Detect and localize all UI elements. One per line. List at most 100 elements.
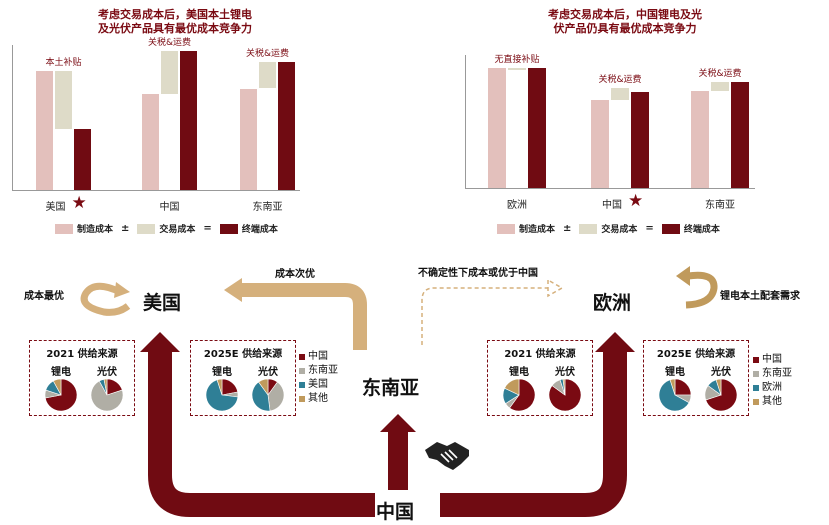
note-uncertainty: 不确定性下成本或优于中国 [418,268,538,279]
bar-manufacturing [36,71,53,190]
category-label: 美国 [45,202,66,213]
pie-pv [704,378,738,412]
legend-terminal-swatch [219,223,238,234]
pie-legend-item: 中国 [299,350,338,364]
note-cost-second: 成本次优 [275,269,315,280]
supply-box-europe-2025: 2025E 供给来源 锂电 光伏 [643,340,749,416]
right-title-line1: 考虑交易成本后，中国锂电及光 [548,8,702,21]
legend-transaction-swatch [137,223,156,234]
supply-box-title: 2021 供给来源 [504,349,576,360]
pie-slice-sea [267,381,285,412]
bar-terminal [731,81,749,188]
category-label: 东南亚 [705,200,735,211]
pie-battery [205,378,239,412]
supply-box-usa-2025: 2025E 供给来源 锂电 光伏 [190,340,296,416]
supply-box-usa-2021: 2021 供给来源 锂电 光伏 [29,340,135,416]
sea-to-europe-arrow [421,287,548,345]
pie-label-pv: 光伏 [258,367,278,378]
category-label: 欧洲 [507,200,527,211]
bar-terminal [631,92,649,188]
pie-pv [90,378,124,412]
bar-transaction [55,71,72,130]
pie-legend-item: 其他 [753,395,792,409]
pie-slice-other [562,378,566,396]
pie-slice-other [216,378,223,396]
legend-equals: = [203,223,212,234]
bar-annotation: 关税&运费 [147,37,192,48]
pie-slice-china [674,378,692,396]
region-europe: 欧洲 [593,292,632,314]
pie-label-battery: 锂电 [509,367,529,378]
pie-slice-usa [205,379,239,412]
pie-slice-other [504,378,520,396]
region-china: 中国 [376,501,415,523]
sea-to-europe-arrowhead [547,278,564,298]
legend-manufacturing-swatch [497,223,515,234]
pie-pv [251,378,285,412]
pie-slice-china [509,378,536,412]
right-cost-chart: 无直接补贴欧洲 关税&运费中国 ★ 关税&运费东南亚 [440,0,780,245]
bar-annotation: 本土补贴 [45,58,82,69]
pie-slice-other [715,378,722,396]
x-axis [465,188,755,189]
supply-box-title: 2021 供给来源 [46,349,118,360]
pie-legend-item: 美国 [299,378,338,392]
legend-terminal-swatch [661,223,680,234]
china-to-europe-arrow [440,350,627,517]
right-chart-title: 考虑交易成本后，中国锂电及光 伏产品仍具有最优成本竞争力 [520,8,730,36]
europe-cycle-arrowhead [676,266,690,286]
pie-legend-item: 东南亚 [299,364,338,378]
pie-slice-other [103,378,108,396]
supply-box-title: 2025E 供给来源 [203,349,283,360]
bar-transaction [508,68,526,71]
legend-terminal: 终端成本 [683,225,720,235]
bar-manufacturing [691,90,709,188]
sea-to-usa-arrow [240,283,367,350]
china-to-europe-arrowhead [595,332,635,352]
pie-battery [658,378,692,412]
pie-legend-item: 欧洲 [753,381,792,395]
legend-manufacturing: 制造成本 [519,225,556,235]
category-label: 中国 [159,202,180,213]
supply-box-title: 2025E 供给来源 [656,349,736,360]
left-title-line2: 及光伏产品具有最优成本竞争力 [98,22,252,35]
star-icon: ★ [628,191,644,211]
pie-label-battery: 锂电 [212,367,232,378]
legend-terminal: 终端成本 [241,225,278,235]
legend-plus-minus: ± [121,223,130,234]
bar-annotation: 关税&运费 [698,68,742,79]
y-axis [12,45,13,190]
europe-cycle-arrow [685,271,718,309]
bar-manufacturing [591,100,609,188]
category-label: 中国 [602,200,622,211]
pie-legend-item: 其他 [299,392,338,406]
category-label: 东南亚 [252,202,283,213]
legend-transaction: 交易成本 [159,225,196,235]
bar-transaction [259,62,276,89]
china-to-sea-shaft [388,430,408,490]
bar-terminal [74,129,91,190]
bar-manufacturing [488,68,506,188]
pie-battery [44,378,78,412]
note-localization: 锂电本土配套需求 [720,291,800,302]
right-title-line2: 伏产品仍具有最优成本竞争力 [553,22,697,35]
bar-manufacturing [240,88,257,190]
pie-slice-usa [251,381,271,412]
x-axis [12,190,300,191]
china-to-sea-arrowhead [380,414,416,432]
right-chart-legend: 制造成本 ± 交易成本 = 终端成本 [497,222,720,235]
bar-transaction [161,50,178,95]
left-title-line1: 考虑交易成本后，美国本土锂电 [98,8,252,21]
left-cost-chart: 本土补贴美国★关税&运费中国关税&运费东南亚 [0,0,320,245]
bar-annotation: 关税&运费 [598,75,642,86]
bar-annotation: 无直接补贴 [494,55,540,66]
pie-label-pv: 光伏 [97,367,117,378]
bar-terminal [180,50,197,190]
pie-slice-other [52,378,62,396]
pie-legend-item: 东南亚 [753,367,792,381]
legend-equals: = [645,223,654,234]
pie-legend-right: 中国 东南亚 欧洲 其他 [753,353,792,409]
pie-label-pv: 光伏 [711,367,731,378]
star-icon: ★ [71,193,87,213]
